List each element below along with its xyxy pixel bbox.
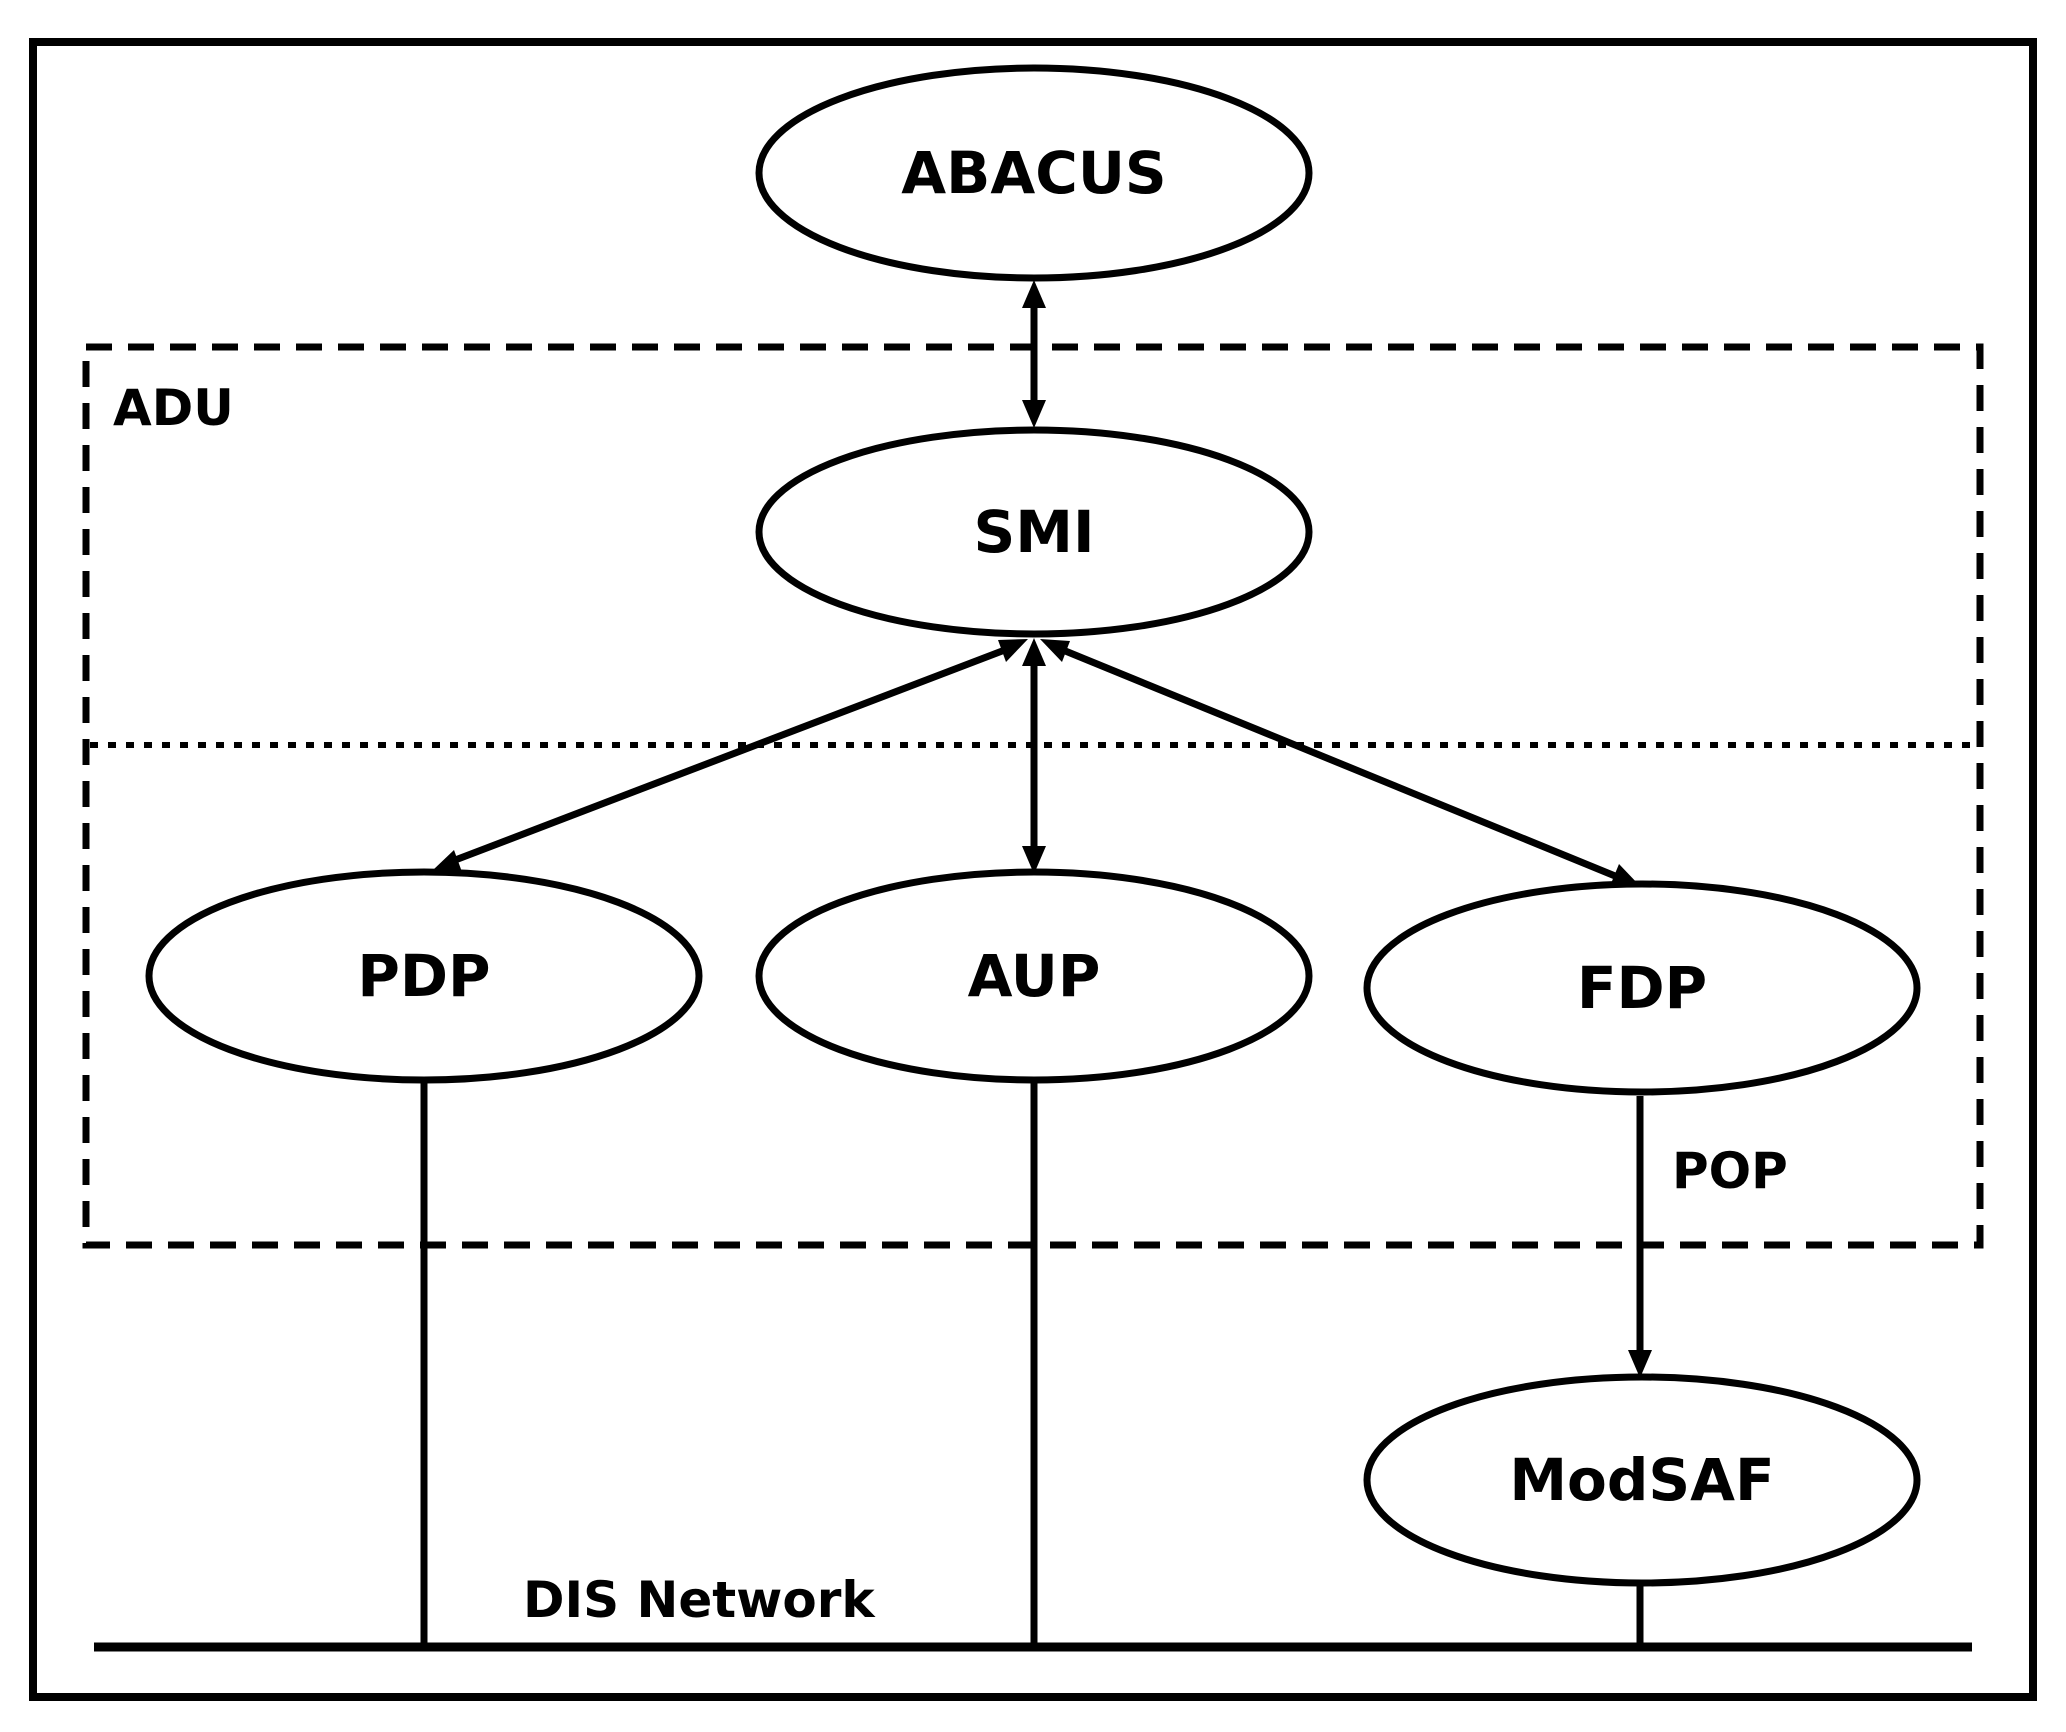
arrowhead-aup <box>1022 846 1046 874</box>
arrowhead-fdp <box>1610 864 1640 886</box>
arrowhead-smi-bottom <box>1022 638 1046 666</box>
pop-label: POP <box>1672 1142 1788 1200</box>
node-fdp-label: FDP <box>1577 954 1707 1022</box>
edge-smi-pdp <box>448 644 1012 866</box>
arrowhead-pdp <box>433 850 462 872</box>
node-smi: SMI <box>755 426 1313 638</box>
adu-label: ADU <box>113 379 234 437</box>
node-abacus: ABACUS <box>755 64 1313 282</box>
node-modsaf-label: ModSAF <box>1509 1446 1774 1514</box>
arrowhead-smi-left <box>998 639 1028 662</box>
dis-network-label: DIS Network <box>523 1571 876 1629</box>
node-aup: AUP <box>755 868 1313 1084</box>
outer-frame <box>29 38 2037 1701</box>
arrowhead-smi-top <box>1022 400 1046 428</box>
node-aup-label: AUP <box>968 942 1101 1010</box>
arrowhead-abacus <box>1022 280 1046 308</box>
edge-smi-fdp <box>1056 644 1622 882</box>
arrowhead-smi-right <box>1040 639 1070 662</box>
node-pdp: PDP <box>145 868 703 1084</box>
node-fdp: FDP <box>1363 880 1921 1096</box>
node-abacus-label: ABACUS <box>901 139 1166 207</box>
node-modsaf: ModSAF <box>1363 1373 1921 1587</box>
arrowhead-modsaf <box>1628 1350 1652 1378</box>
node-smi-label: SMI <box>973 498 1094 566</box>
node-pdp-label: PDP <box>357 942 490 1010</box>
